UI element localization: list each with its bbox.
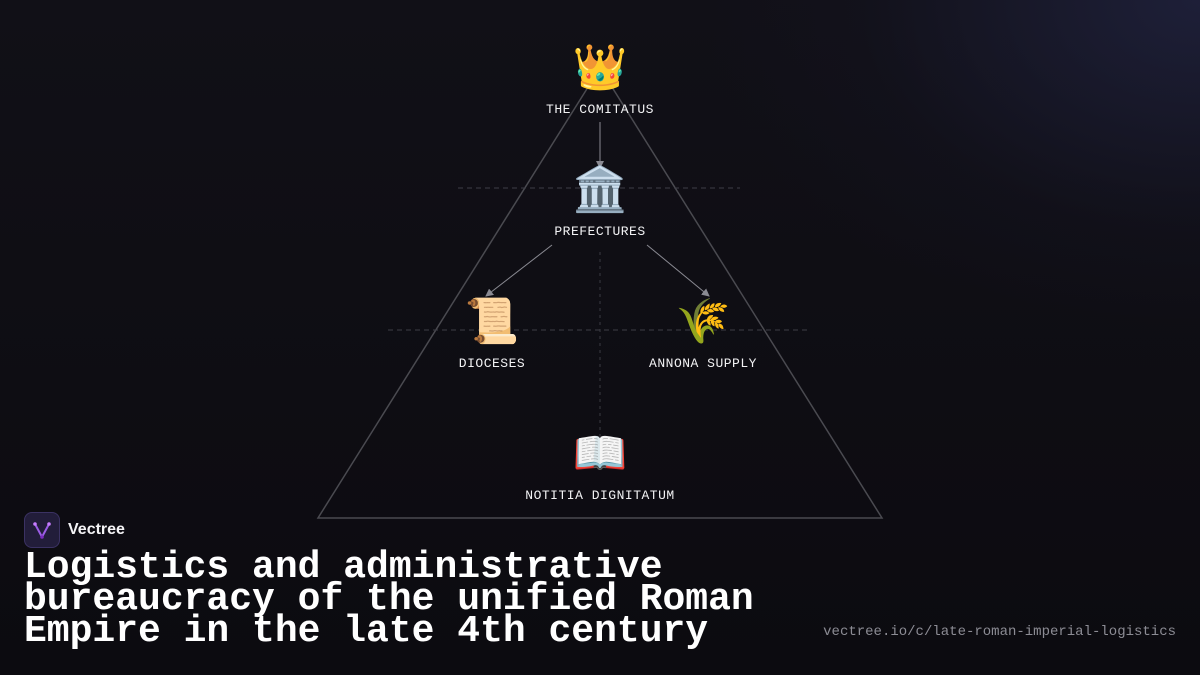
node-comitatus: 👑 THE COMITATUS xyxy=(546,42,654,117)
brand: Vectree xyxy=(24,512,125,548)
source-url: vectree.io/c/late-roman-imperial-logisti… xyxy=(823,624,1176,640)
node-label: DIOCESES xyxy=(458,356,526,371)
scroll-icon: 📜 xyxy=(464,296,520,347)
node-label: PREFECTURES xyxy=(554,224,646,239)
node-prefectures: 🏛️ PREFECTURES xyxy=(554,164,645,239)
node-label: THE COMITATUS xyxy=(546,102,654,117)
classical-building-icon: 🏛️ xyxy=(572,164,628,215)
node-label: ANNONA SUPPLY xyxy=(649,356,757,371)
node-label: NOTITIA DIGNITATUM xyxy=(525,488,675,503)
node-dioceses: 📜 DIOCESES xyxy=(459,296,525,371)
sheaf-of-rice-icon: 🌾 xyxy=(675,296,731,347)
page-title: Logistics and administrative bureaucracy… xyxy=(24,546,754,653)
node-notitia-dignitatum: 📖 NOTITIA DIGNITATUM xyxy=(525,428,674,503)
crown-icon: 👑 xyxy=(572,42,628,93)
edge-prefectures-dioceses xyxy=(485,244,553,297)
node-annona-supply: 🌾 ANNONA SUPPLY xyxy=(649,296,757,371)
open-book-icon: 📖 xyxy=(572,428,628,479)
brand-name: Vectree xyxy=(68,521,125,538)
pyramid-outline xyxy=(316,66,884,519)
edge-prefectures-annona xyxy=(646,244,710,297)
vectree-logo-icon xyxy=(24,512,60,548)
